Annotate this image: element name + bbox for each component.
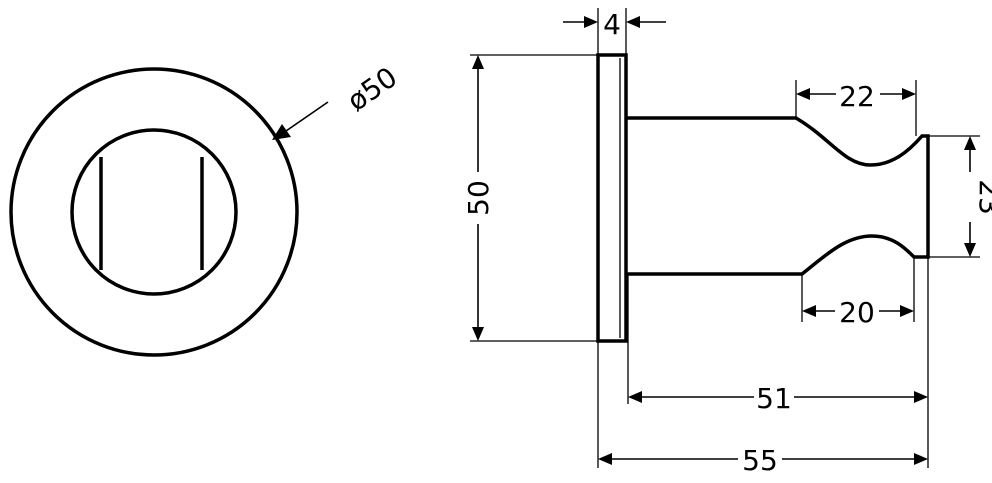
side-view	[596, 53, 930, 343]
dim-label-50: 50	[462, 180, 495, 216]
arrowhead-22-left	[796, 88, 810, 100]
arrowhead-4-left	[584, 16, 598, 28]
arrowhead-55-left	[598, 453, 612, 465]
arrowhead-55-right	[914, 453, 928, 465]
dim-label-55: 55	[742, 444, 778, 477]
dim-label-4: 4	[603, 8, 621, 41]
arrowhead-23-top	[964, 136, 976, 150]
arrowhead-51-left	[628, 391, 642, 403]
dimension-lines: 4 50 22 23 20	[462, 8, 992, 477]
outer-rosette-circle	[9, 67, 299, 357]
arrowhead-20-left	[802, 305, 816, 317]
arrowhead-4-right	[626, 16, 640, 28]
arrowhead-22-right	[902, 88, 916, 100]
arrowhead-51-right	[914, 391, 928, 403]
wall-plate	[596, 53, 628, 343]
inner-boss-circle	[70, 128, 238, 296]
front-view: ø50	[9, 60, 403, 357]
arrowhead-50-top	[472, 55, 484, 69]
dim-label-23: 23	[973, 179, 992, 215]
hook-body-outline	[626, 116, 930, 276]
dim-label-20: 20	[839, 296, 875, 329]
arrowhead-50-bottom	[472, 327, 484, 341]
dim-label-22: 22	[839, 80, 875, 113]
arrowhead-20-right	[900, 305, 914, 317]
diameter-arrowhead	[272, 124, 291, 140]
diameter-label: ø50	[341, 60, 403, 117]
diameter-leader-line	[285, 101, 329, 132]
arrowhead-23-bottom	[964, 243, 976, 257]
dim-label-51: 51	[756, 382, 792, 415]
